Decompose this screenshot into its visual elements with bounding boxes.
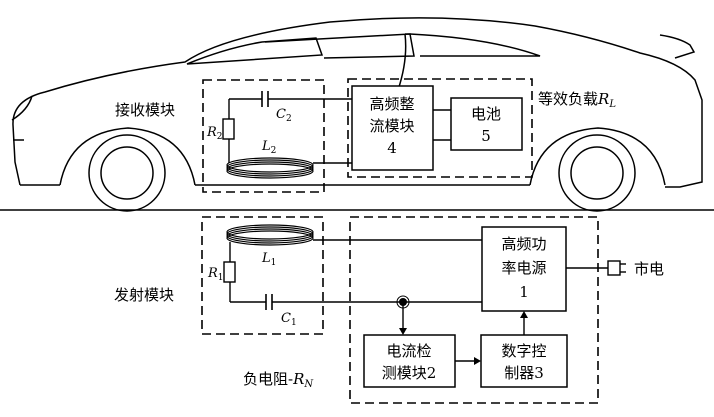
power-source-text-2: 率电源 <box>501 259 546 277</box>
current-detect-text-1: 电流检 <box>386 342 431 360</box>
controller-block <box>480 334 568 388</box>
rectifier-text-1: 高频整 <box>369 95 414 113</box>
l1-label: L1 <box>261 251 276 268</box>
c1-label: C1 <box>281 311 297 328</box>
mains-label: 市电 <box>634 260 664 278</box>
controller-text-2: 制器3 <box>504 364 544 382</box>
battery-text-1: 电池 <box>471 105 501 123</box>
coil-l1 <box>226 224 314 246</box>
neg-resistance-frame <box>349 216 599 404</box>
resistor-r1 <box>223 261 236 283</box>
rectifier-block <box>351 85 434 171</box>
r2-label: R2 <box>206 125 223 142</box>
mains-plug-icon <box>607 260 626 276</box>
rectifier-text-3: 4 <box>387 139 397 157</box>
controller-text-1: 数字控 <box>501 342 546 360</box>
resistor-r2 <box>222 118 235 140</box>
r1-label: R1 <box>207 266 224 283</box>
transmit-module-frame <box>201 216 324 335</box>
equiv-load-frame <box>347 78 533 178</box>
battery-text-2: 5 <box>481 127 491 145</box>
battery-block <box>450 97 523 151</box>
power-source-text-1: 高频功 <box>501 235 546 253</box>
receive-module-label: 接收模块 <box>115 101 175 119</box>
transmit-module-label: 发射模块 <box>114 286 174 304</box>
receive-module-frame <box>202 79 325 193</box>
power-source-text-3: 1 <box>519 283 529 301</box>
equiv-load-label: 等效负载RL <box>538 90 616 110</box>
neg-resistance-label: 负电阻-RN <box>243 370 314 390</box>
coil-l2 <box>226 157 314 179</box>
l2-label: L2 <box>261 139 276 156</box>
power-source-block <box>481 226 567 312</box>
rectifier-text-2: 流模块 <box>369 117 414 135</box>
current-detect-text-2: 测模块2 <box>382 364 437 382</box>
c2-label: C2 <box>276 107 292 124</box>
